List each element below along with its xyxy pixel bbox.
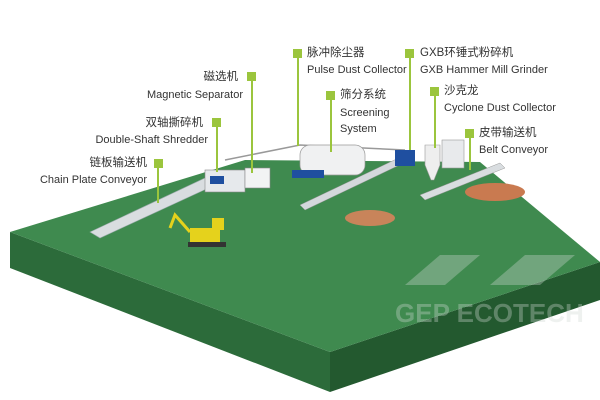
label-chain-conveyor-zh: 链板输送机 [89, 157, 148, 169]
leader-line [297, 58, 299, 146]
label-magnetic-separator-zh: 磁选机 [203, 71, 239, 83]
screening-drum [299, 144, 366, 176]
leader-line [434, 96, 436, 148]
label-belt-conveyor-en: Belt Conveyor [479, 144, 549, 156]
dust-duct [224, 144, 406, 161]
output-pile [465, 183, 525, 201]
leader-line [409, 58, 411, 150]
cyclone-dust-collector [424, 144, 441, 181]
label-shredder-en: Double-Shaft Shredder [95, 134, 208, 146]
label-belt-conveyor-zh: 皮带输送机 [479, 127, 537, 139]
marker-square [405, 49, 414, 58]
leader-line [216, 127, 218, 172]
platform-left-face [10, 232, 330, 392]
watermark-text: GEP ECOTECH [395, 298, 584, 328]
magnetic-separator [244, 167, 271, 189]
leader-line [251, 81, 253, 173]
label-chain-conveyor-en: Chain Plate Conveyor [39, 174, 147, 186]
label-screening-zh: 筛分系统 [340, 89, 386, 101]
marker-square [430, 87, 439, 96]
leader-line [469, 138, 471, 170]
label-hammer-mill-en: GXB Hammer Mill Grinder [420, 64, 548, 76]
hammer-mill [395, 150, 415, 166]
label-screening-en-2: System [340, 123, 377, 135]
leader-line [330, 100, 332, 152]
marker-square [293, 49, 302, 58]
marker-square [247, 72, 256, 81]
platform-right-face [330, 262, 600, 392]
label-cyclone-zh: 沙克龙 [444, 85, 479, 97]
material-pile [345, 210, 395, 226]
marker-square [326, 91, 335, 100]
marker-square [465, 129, 474, 138]
marker-square [212, 118, 221, 127]
label-screening-en-1: Screening [340, 107, 390, 119]
label-shredder-zh: 双轴撕碎机 [145, 117, 204, 129]
label-magnetic-separator-en: Magnetic Separator [147, 89, 243, 101]
watermark-logo: GEP ECOTECH [395, 255, 584, 328]
label-pulse-dust-zh: 脉冲除尘器 [307, 47, 365, 59]
leader-line [157, 168, 159, 203]
marker-square [154, 159, 163, 168]
excavator [168, 212, 226, 247]
label-cyclone-en: Cyclone Dust Collector [444, 102, 556, 114]
label-pulse-dust-en: Pulse Dust Collector [307, 64, 407, 76]
belt-conveyor [419, 162, 506, 201]
label-hammer-mill-zh: GXB环锤式粉碎机 [420, 47, 514, 59]
